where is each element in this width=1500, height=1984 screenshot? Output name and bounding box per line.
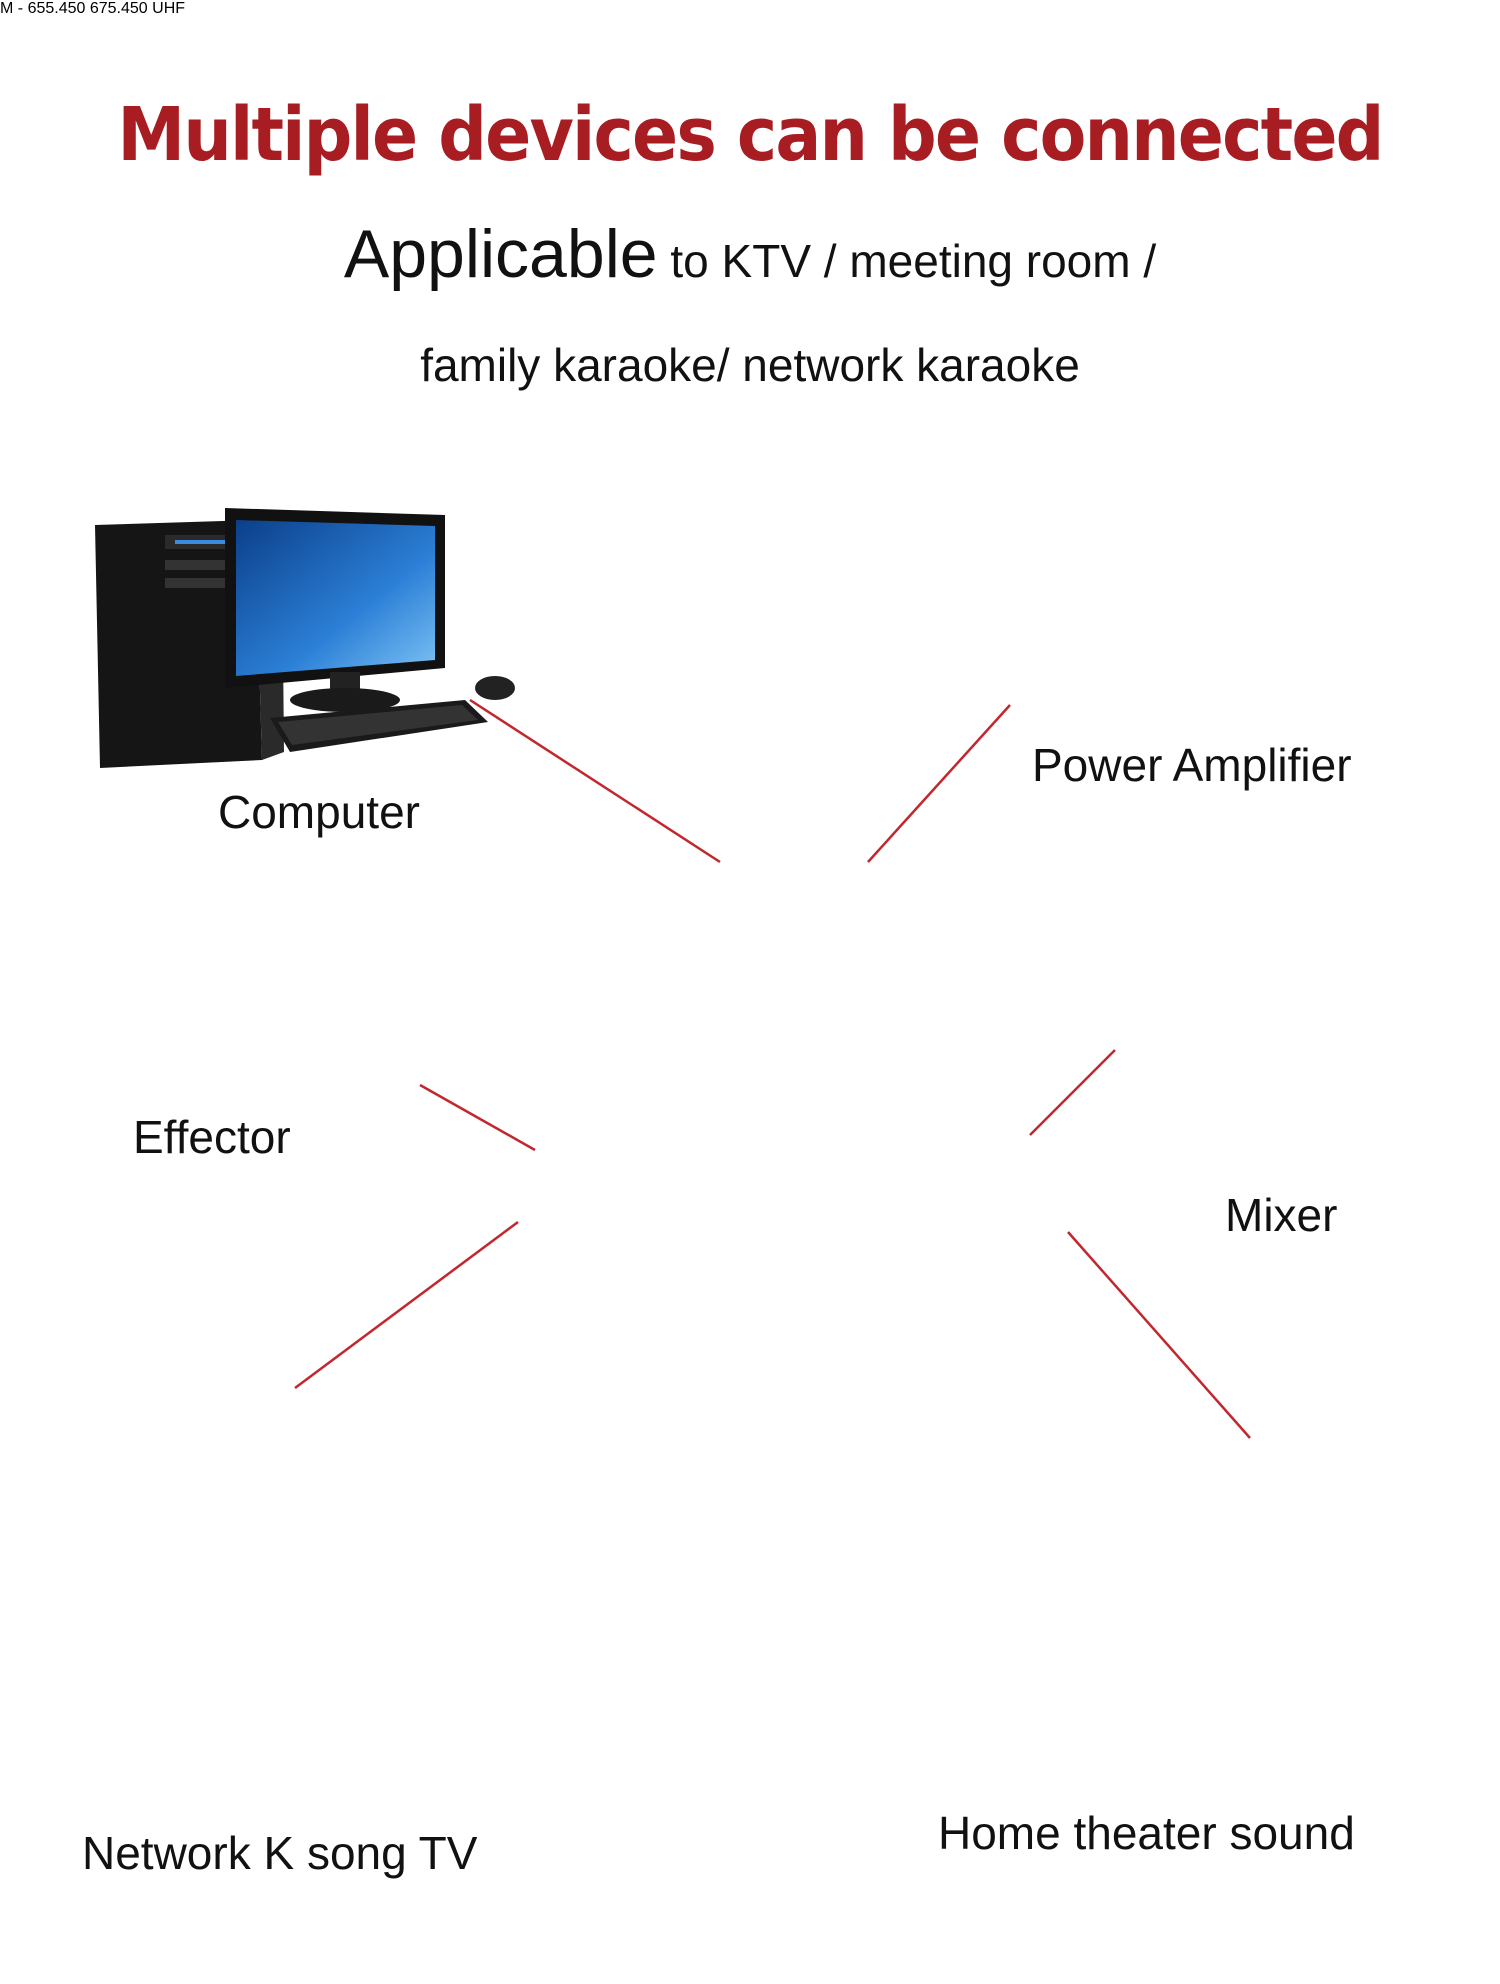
label-home-theater-sound: Home theater sound [938,1807,1355,1859]
line-effector [419,1083,536,1152]
line-mixer [1029,1049,1116,1136]
line-computer [469,698,721,864]
computer-icon [95,508,515,768]
label-mixer: Mixer [1225,1189,1338,1241]
line-tv [294,1220,519,1390]
subtitle-line-2: family karaoke/ network karaoke [420,339,1080,391]
receiver-uhf-badge: UHF [152,0,186,17]
label-effector: Effector [133,1111,291,1163]
subtitle-lead: Applicable [343,216,658,292]
line-home-theater [1067,1231,1251,1439]
label-network-k-song-tv: Network K song TV [82,1827,478,1879]
connector-lines [294,698,1251,1439]
label-computer: Computer [218,786,420,838]
power-amplifier-icon: M - [0,0,24,17]
receiver-display-right: 675.450 [89,0,148,17]
line-amplifier [867,704,1011,863]
subtitle-line-1: Applicable to KTV / meeting room / [0,215,1500,293]
receiver-display-left: 655.450 [27,0,86,17]
label-power-amplifier: Power Amplifier [1032,739,1352,791]
subtitle-rest: to KTV / meeting room / [657,235,1157,287]
page-title: Multiple devices can be connected [117,92,1384,178]
